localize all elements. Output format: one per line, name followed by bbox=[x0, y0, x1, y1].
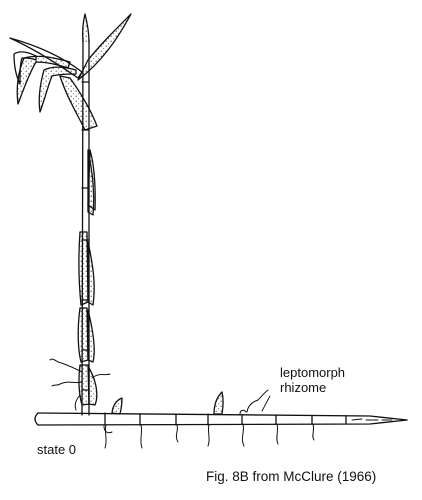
bud bbox=[103, 425, 113, 434]
culm-sheaths bbox=[77, 149, 98, 406]
culm-sheath bbox=[78, 231, 89, 306]
rhizome-buds bbox=[103, 391, 247, 434]
culm-sheath bbox=[87, 309, 95, 363]
leaf-blade bbox=[13, 51, 37, 85]
leaf-blade bbox=[38, 66, 77, 113]
culm-sheath bbox=[87, 241, 95, 306]
roots bbox=[49, 358, 315, 449]
figure-caption: Fig. 8B from McClure (1966) bbox=[206, 469, 377, 484]
leaves bbox=[9, 13, 132, 131]
bud bbox=[239, 409, 247, 415]
label-leader-line bbox=[261, 395, 271, 412]
culm-sheath bbox=[88, 367, 98, 406]
culm-sheath bbox=[87, 149, 96, 211]
leaf-blade bbox=[59, 75, 98, 131]
culm-sheath bbox=[77, 307, 89, 363]
rhizome bbox=[34, 412, 408, 426]
leaf-blade bbox=[77, 13, 132, 81]
rhizome-label: rhizome bbox=[280, 380, 327, 395]
bud bbox=[111, 397, 123, 415]
bud bbox=[213, 391, 224, 415]
leaf-blade bbox=[81, 13, 90, 43]
leptomorph-label: leptomorph bbox=[280, 365, 346, 380]
leaf-blade bbox=[16, 55, 71, 105]
state-label: state 0 bbox=[37, 442, 77, 457]
culm-sheath bbox=[78, 364, 90, 406]
